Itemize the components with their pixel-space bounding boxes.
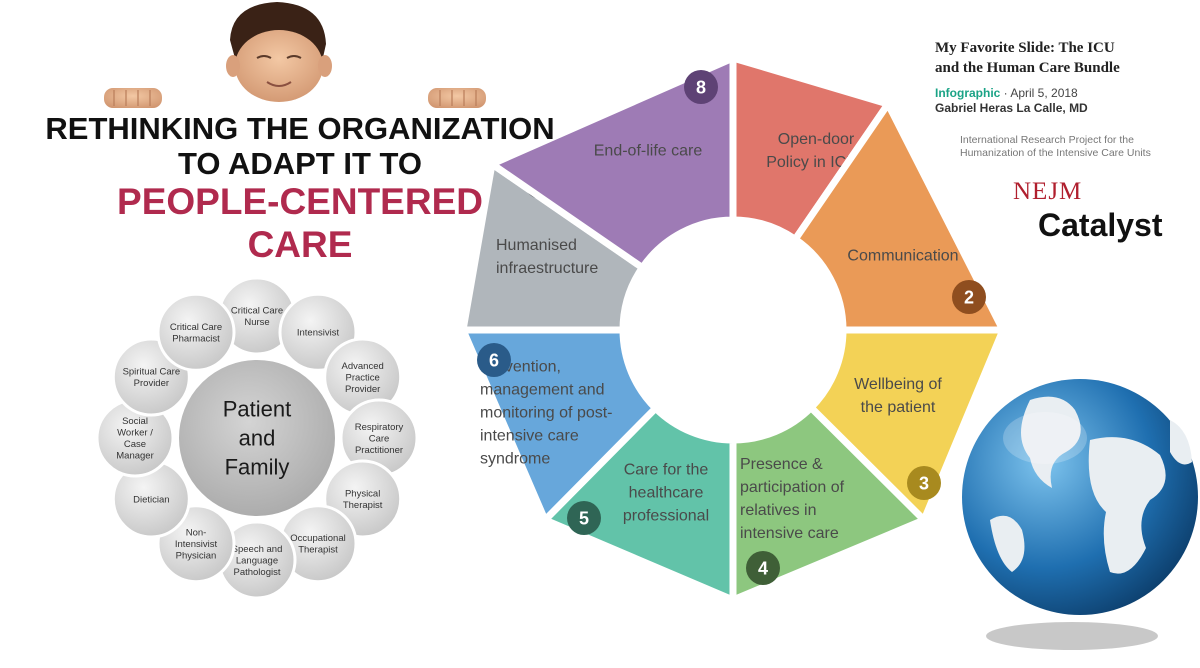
wheel-badge (746, 551, 780, 585)
right-hand (428, 88, 486, 108)
headline-line-1: RETHINKING THE ORGANIZATION (45, 111, 555, 146)
wheel-segment-8: End-of-life care 8 (488, 54, 737, 272)
wheel-badge (567, 501, 601, 535)
wheel-badge (907, 466, 941, 500)
globe-illustration (962, 379, 1198, 650)
source-project-line-1: International Research Project for the (960, 134, 1134, 146)
headline-line-3: PEOPLE-CENTERED (117, 181, 483, 223)
wheel-badge-number: 8 (696, 77, 706, 97)
source-date: · April 5, 2018 (1000, 86, 1078, 100)
left-hand (104, 88, 162, 108)
source-title-line-2: and the Human Care Bundle (935, 60, 1120, 76)
headline: RETHINKING THE ORGANIZATION TO ADAPT IT … (0, 111, 600, 267)
nejm-logo-text: NEJM (1013, 178, 1083, 205)
source-tag: Infographic (935, 86, 1001, 100)
headline-line-2: TO ADAPT IT TO (178, 145, 422, 181)
wheel-badge-number: 5 (579, 508, 589, 528)
team-member-label: Dietician (133, 494, 169, 505)
source-meta: Infographic · April 5, 2018 (935, 86, 1197, 101)
team-member-label: Intensivist (297, 328, 340, 339)
catalyst-logo-text: Catalyst (1038, 207, 1163, 243)
wheel-badge (684, 70, 718, 104)
wheel-badge-number: 4 (758, 558, 768, 578)
wheel-badge-number: 3 (919, 473, 929, 493)
source-project: International Research Project for the H… (960, 134, 1200, 160)
source-citation: My Favorite Slide: The ICU and the Human… (935, 38, 1197, 159)
team-center-circle (175, 356, 339, 520)
wheel-segment-label: Communication (847, 248, 958, 265)
wheel-segment-shape (488, 54, 737, 272)
wheel-badge-number: 6 (489, 350, 499, 370)
man-peeking-illustration (104, 2, 486, 108)
wheel-badge (477, 343, 511, 377)
headline-line-4: CARE (247, 223, 353, 265)
wheel-badge (952, 280, 986, 314)
source-title-line-1: My Favorite Slide: The ICU (935, 40, 1115, 56)
source-project-line-2: Humanization of the Intensive Care Units (960, 147, 1151, 159)
wheel-badge-number: 2 (964, 287, 974, 307)
team-member-circle (156, 292, 236, 372)
source-author: Gabriel Heras La Calle, MD (935, 101, 1088, 115)
wheel-segment-label: End-of-life care (594, 143, 703, 160)
